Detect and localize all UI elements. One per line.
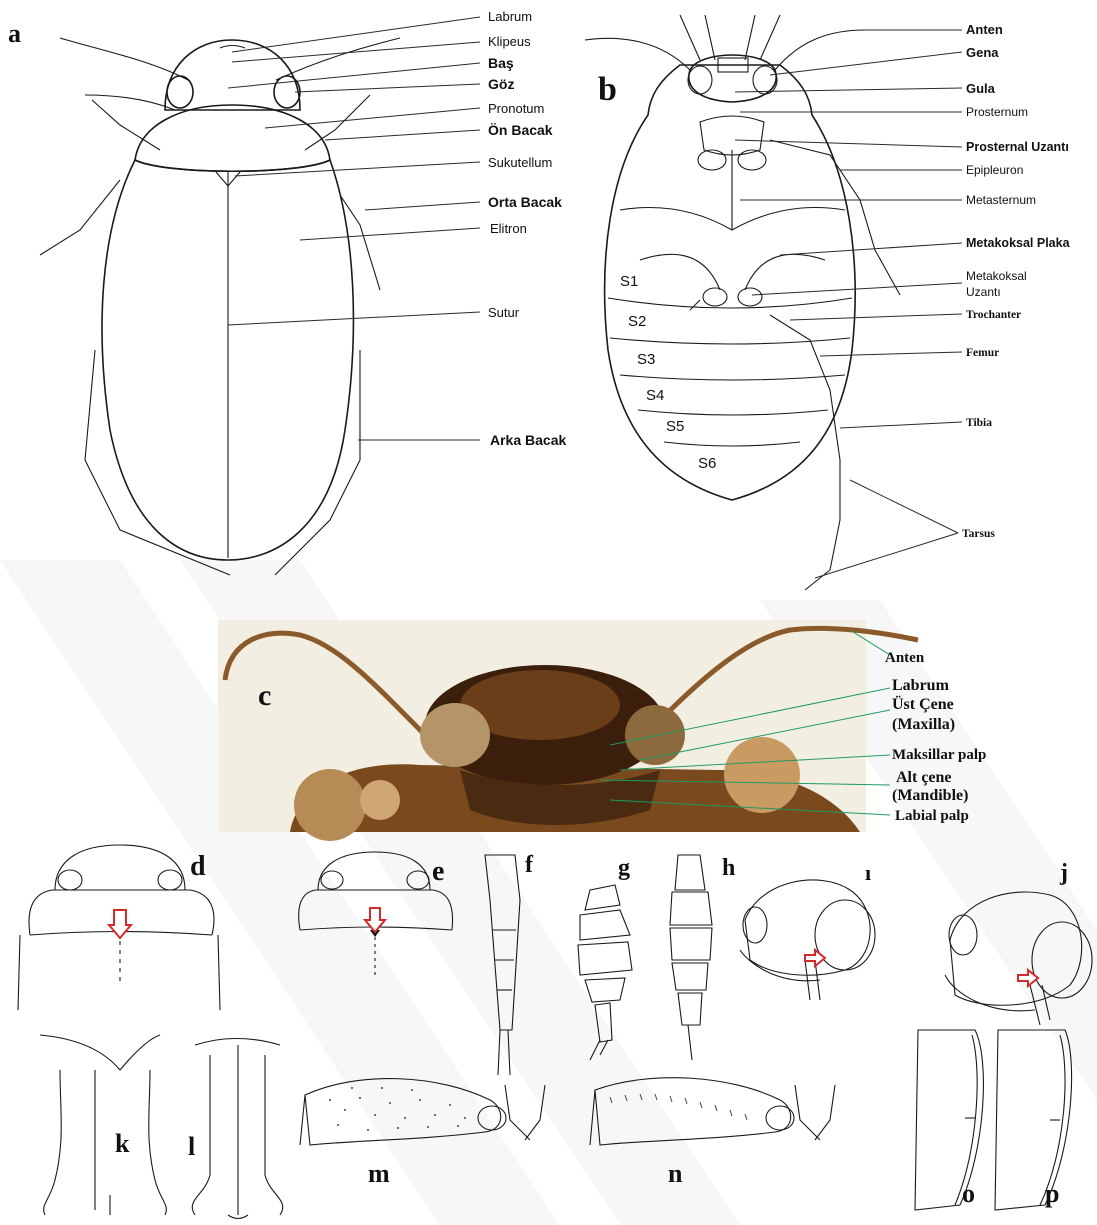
panel-letter-l: l [188,1132,195,1161]
panel-letter-e: e [432,856,444,887]
panel-letter-i: ı [865,860,871,885]
panel-letter-j: j [1059,860,1068,886]
panel-letter-g: g [618,855,630,881]
panel-letter-f: f [525,852,534,878]
label-labrum-c: Labrum [892,677,950,694]
label-labrum: Labrum [488,9,532,24]
label-femur: Femur [966,347,999,359]
label-elitron: Elitron [490,221,527,236]
panel-letter-m: m [368,1159,390,1188]
panel-i-head-lateral [740,880,875,1000]
label-ust-cene: Üst Çene [892,695,954,713]
panel-letter-n: n [668,1159,683,1188]
label-metasternum: Metasternum [966,193,1036,207]
panel-letter-h: h [722,855,735,881]
label-tarsus: Tarsus [962,528,995,540]
panel-letter-c: c [258,679,271,712]
label-anten-b: Anten [966,22,1003,37]
panel-l-metasternum [192,1039,283,1219]
label-s4: S4 [646,387,664,404]
panel-a-dorsal-beetle [40,38,400,575]
label-on-bacak: Ön Bacak [488,122,553,138]
label-goz: Göz [488,76,514,92]
panel-letter-k: k [115,1129,130,1158]
label-gena: Gena [966,45,999,60]
label-prosternal-uzanti: Prosternal Uzantı [966,140,1069,154]
label-arka-bacak: Arka Bacak [490,432,566,448]
label-maxilla: (Maxilla) [892,716,955,733]
panel-b-leaders [735,30,962,578]
panel-h-tarsus [670,855,712,1060]
panel-a-labels: Labrum Klipeus Baş Göz Pronotum Ön Bacak… [488,9,566,448]
panel-c-head-photo [218,620,918,841]
label-anten-c: Anten [885,650,925,666]
label-alt-cene: Alt çene [896,769,952,786]
label-s5: S5 [666,418,684,435]
panel-b-labels: Anten Gena Gula Prosternum Prosternal Uz… [962,22,1071,540]
label-sukutellum: Sukutellum [488,155,552,170]
panel-letter-a: a [8,19,21,48]
panel-k-metasternum [40,1035,166,1215]
label-prosternum: Prosternum [966,105,1028,119]
label-trochanter: Trochanter [966,309,1021,321]
panel-letter-o: o [962,1179,975,1208]
panel-letter-d: d [190,851,206,882]
label-gula: Gula [966,81,996,96]
label-s2: S2 [628,313,646,330]
label-sutur: Sutur [488,305,520,320]
label-mandible: (Mandible) [892,787,968,804]
panel-letter-p: p [1045,1179,1059,1208]
label-uzanti: Uzantı [966,285,1001,299]
label-maksillar-palp: Maksillar palp [892,747,986,763]
label-metakoksal-plaka: Metakoksal Plaka [966,236,1071,250]
label-orta-bacak: Orta Bacak [488,194,562,210]
label-bas: Baş [488,55,514,71]
label-s1: S1 [620,273,638,290]
label-klipeus: Klipeus [488,34,531,49]
label-metakoksal: Metakoksal [966,269,1027,283]
panel-p-elytron [995,1030,1072,1210]
panel-letter-b: b [598,71,617,108]
label-pronotum: Pronotum [488,101,544,116]
label-tibia: Tibia [966,417,992,429]
label-labial-palp: Labial palp [895,808,969,824]
label-s3: S3 [637,351,655,368]
panel-a-leaders [228,17,480,440]
panel-b-ventral-beetle [585,15,900,590]
label-s6: S6 [698,455,716,472]
label-epipleuron: Epipleuron [966,163,1023,177]
